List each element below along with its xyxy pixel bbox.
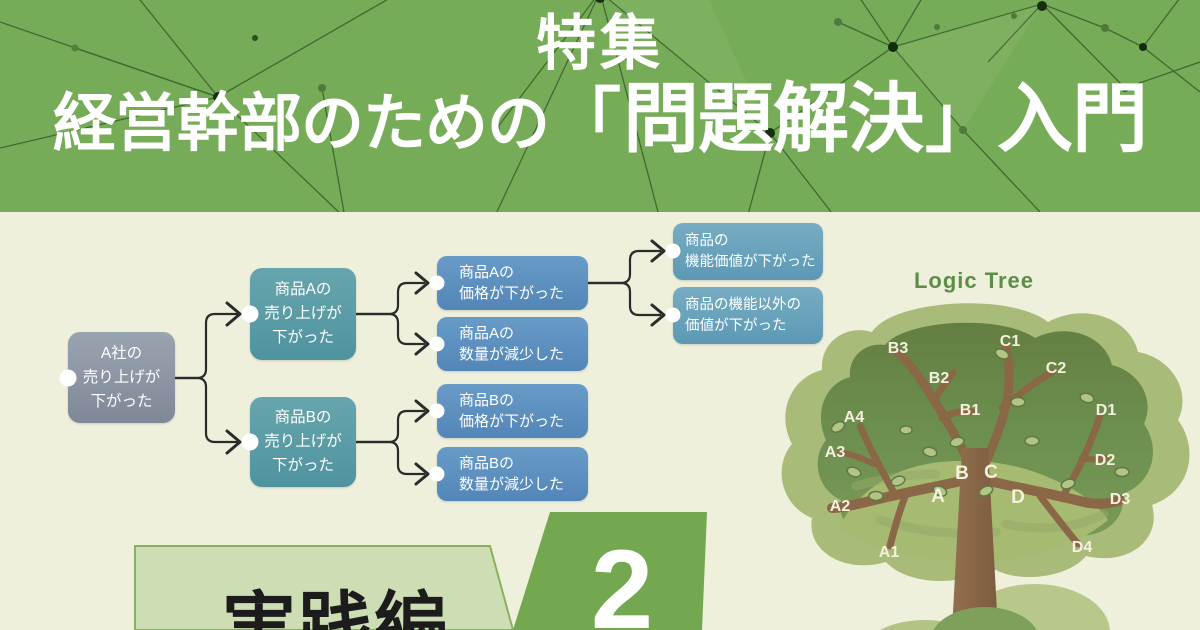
label-D3: D3 bbox=[1110, 491, 1131, 508]
flow-box-b-price: 商品Bの 価格が下がった bbox=[437, 384, 588, 438]
label-C2: C2 bbox=[1046, 360, 1067, 377]
label-A3: A3 bbox=[825, 444, 846, 461]
flow-box-product-a-line2: 売り上げが bbox=[264, 305, 342, 322]
flow-box-b-quantity-line2: 数量が減少した bbox=[459, 476, 565, 493]
network-facets bbox=[609, 0, 1042, 133]
flow-box-root-line1: A社の bbox=[100, 344, 143, 362]
title-open-bracket: 「 bbox=[551, 82, 621, 160]
label-A: A bbox=[931, 486, 945, 507]
title-emphasis: 問題解決 bbox=[623, 77, 924, 162]
label-A4: A4 bbox=[844, 409, 865, 426]
label-B: B bbox=[955, 463, 969, 484]
title-prefix: 経営幹部のための bbox=[53, 89, 550, 159]
bush-front bbox=[933, 607, 1037, 630]
title-suffix: 入門 bbox=[997, 77, 1148, 162]
flow-box-b-price-line2: 価格が下がった bbox=[459, 413, 565, 430]
series-label-shape bbox=[134, 545, 515, 630]
header-banner: 特集 経営幹部のための 「 問題解決 」 入門 bbox=[0, 0, 1200, 212]
label-A1: A1 bbox=[879, 544, 900, 561]
flow-box-product-a: 商品Aの 売り上げが 下がった bbox=[250, 268, 356, 360]
label-D2: D2 bbox=[1095, 452, 1116, 469]
flow-box-nonfunctional-value-line2: 価値が下がった bbox=[685, 317, 787, 334]
flow-box-functional-value-line2: 機能価値が下がった bbox=[685, 253, 816, 270]
flow-box-b-quantity-line1: 商品Bの bbox=[459, 455, 515, 472]
flow-box-a-quantity-line2: 数量が減少した bbox=[459, 346, 565, 363]
logic-tree-title: Logic Tree bbox=[914, 268, 1034, 293]
label-D: D bbox=[1011, 487, 1025, 508]
flow-box-product-b-line2: 売り上げが bbox=[264, 433, 342, 450]
flow-box-b-quantity: 商品Bの 数量が減少した bbox=[437, 447, 588, 501]
flow-box-product-b: 商品Bの 売り上げが 下がった bbox=[250, 397, 356, 487]
label-B3: B3 bbox=[888, 340, 909, 357]
flow-box-b-price-line1: 商品Bの bbox=[459, 392, 515, 409]
title-close-bracket: 」 bbox=[925, 82, 995, 160]
flow-box-root-line2: 売り上げが bbox=[82, 368, 161, 386]
flow-box-nonfunctional-value-line1: 商品の機能以外の bbox=[685, 296, 801, 313]
label-A2: A2 bbox=[830, 498, 851, 515]
network-dots bbox=[71, 0, 1147, 138]
flow-box-a-price: 商品Aの 価格が下がった bbox=[437, 256, 588, 310]
tree-leaves bbox=[830, 348, 1130, 502]
flow-box-a-price-line2: 価格が下がった bbox=[459, 285, 565, 302]
flow-box-functional-value-line1: 商品の bbox=[685, 232, 729, 249]
series-number: 2 bbox=[591, 527, 653, 630]
network-pattern bbox=[0, 0, 1200, 212]
flow-box-product-a-line1: 商品Aの bbox=[274, 281, 332, 298]
flow-box-root: A社の 売り上げが 下がった bbox=[68, 332, 175, 423]
flow-box-root-line3: 下がった bbox=[90, 392, 153, 410]
logic-tree-illustration: Logic Tree bbox=[781, 268, 1190, 630]
label-B1: B1 bbox=[960, 402, 981, 419]
label-C1: C1 bbox=[1000, 333, 1021, 350]
flow-box-product-b-line1: 商品Bの bbox=[274, 409, 332, 426]
flow-box-product-a-line3: 下がった bbox=[271, 329, 334, 346]
flow-box-a-price-line1: 商品Aの bbox=[459, 264, 515, 281]
series-label: 実践編 bbox=[222, 585, 450, 630]
label-D4: D4 bbox=[1072, 539, 1093, 556]
feature-tagline: 特集 bbox=[536, 10, 664, 77]
tree-labels: A B C D A1 A2 A3 A4 B1 B2 B3 C1 C2 D1 D2… bbox=[825, 333, 1131, 561]
label-D1: D1 bbox=[1096, 402, 1117, 419]
network-lines bbox=[0, 0, 1200, 212]
flow-box-a-quantity-line1: 商品Aの bbox=[459, 325, 515, 342]
flow-box-nonfunctional-value: 商品の機能以外の 価値が下がった bbox=[673, 287, 823, 344]
connector-lines bbox=[175, 249, 661, 476]
page-title: 経営幹部のための 「 問題解決 」 入門 bbox=[53, 77, 1148, 162]
flow-box-product-b-line3: 下がった bbox=[271, 457, 334, 474]
flow-box-a-quantity: 商品Aの 数量が減少した bbox=[437, 317, 588, 371]
footer-badges: 実践編 2 bbox=[134, 512, 707, 630]
label-C: C bbox=[984, 462, 998, 483]
series-number-shape bbox=[513, 512, 707, 630]
banner-text-block: 特集 経営幹部のための 「 問題解決 」 入門 bbox=[0, 0, 1200, 212]
label-B2: B2 bbox=[929, 370, 950, 387]
flow-box-functional-value: 商品の 機能価値が下がった bbox=[673, 223, 823, 280]
